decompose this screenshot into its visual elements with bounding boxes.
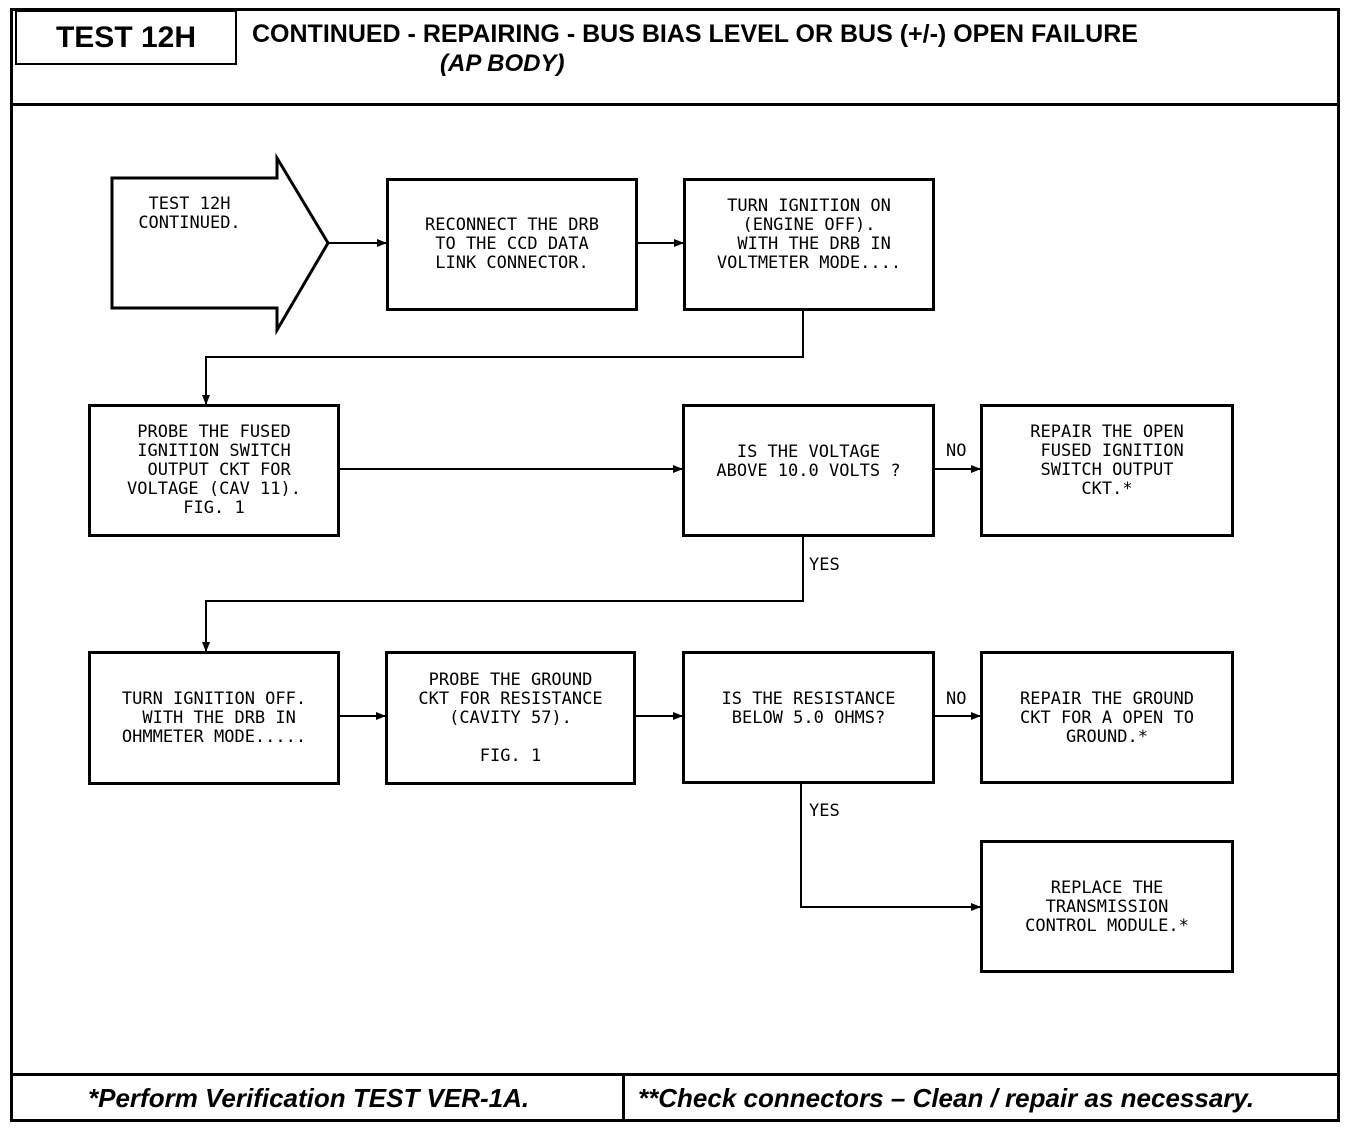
repair-ground-box: REPAIR THE GROUND CKT FOR A OPEN TO GROU… <box>980 651 1234 784</box>
probe-ground-text: PROBE THE GROUND CKT FOR RESISTANCE (CAV… <box>418 670 603 766</box>
start-box: TEST 12H CONTINUED. <box>112 178 277 308</box>
resistance-question-box: IS THE RESISTANCE BELOW 5.0 OHMS? <box>682 651 935 784</box>
ignition-on-text: TURN IGNITION ON (ENGINE OFF). WITH THE … <box>716 196 902 273</box>
resistance-yes-label: YES <box>809 801 840 821</box>
resistance-question-text: IS THE RESISTANCE BELOW 5.0 OHMS? <box>721 689 896 728</box>
ignition-on-box: TURN IGNITION ON (ENGINE OFF). WITH THE … <box>683 178 935 311</box>
repair-open-fused-text: REPAIR THE OPEN FUSED IGNITION SWITCH OU… <box>1030 422 1184 499</box>
voltage-question-text: IS THE VOLTAGE ABOVE 10.0 VOLTS ? <box>716 442 901 481</box>
footer-connector-note: **Check connectors – Clean / repair as n… <box>638 1083 1255 1113</box>
footer-verification-note: *Perform Verification TEST VER-1A. <box>88 1083 530 1113</box>
start-arrow-shape <box>110 152 330 336</box>
page-title: CONTINUED - REPAIRING - BUS BIAS LEVEL O… <box>252 20 1138 48</box>
repair-open-fused-box: REPAIR THE OPEN FUSED IGNITION SWITCH OU… <box>980 404 1234 537</box>
probe-fused-text: PROBE THE FUSED IGNITION SWITCH OUTPUT C… <box>127 422 301 518</box>
repair-ground-text: REPAIR THE GROUND CKT FOR A OPEN TO GROU… <box>1020 689 1194 747</box>
page-subtitle: (AP BODY) <box>440 50 565 77</box>
connector-yes-ignition-off <box>202 536 804 652</box>
footer-column-divider <box>622 1073 625 1122</box>
start-text: TEST 12H CONTINUED. <box>138 194 241 233</box>
reconnect-drb-text: RECONNECT THE DRB TO THE CCD DATA LINK C… <box>425 215 599 273</box>
connector-ignition-probe <box>202 310 804 405</box>
reconnect-drb-box: RECONNECT THE DRB TO THE CCD DATA LINK C… <box>386 178 638 311</box>
footer-divider <box>10 1073 1340 1076</box>
connector-yes-replace <box>800 783 981 911</box>
ignition-off-text: TURN IGNITION OFF. WITH THE DRB IN OHMME… <box>121 689 307 747</box>
replace-tcm-text: REPLACE THE TRANSMISSION CONTROL MODULE.… <box>1025 878 1189 936</box>
voltage-yes-label: YES <box>809 555 840 575</box>
voltage-question-box: IS THE VOLTAGE ABOVE 10.0 VOLTS ? <box>682 404 935 537</box>
header-divider <box>10 103 1340 106</box>
probe-fused-box: PROBE THE FUSED IGNITION SWITCH OUTPUT C… <box>88 404 340 537</box>
ignition-off-box: TURN IGNITION OFF. WITH THE DRB IN OHMME… <box>88 651 340 785</box>
voltage-no-label: NO <box>946 441 967 461</box>
page-frame <box>10 8 1340 1122</box>
probe-ground-box: PROBE THE GROUND CKT FOR RESISTANCE (CAV… <box>385 651 636 785</box>
resistance-no-label: NO <box>946 689 967 709</box>
test-id-box: TEST 12H <box>15 10 237 65</box>
replace-tcm-box: REPLACE THE TRANSMISSION CONTROL MODULE.… <box>980 840 1234 973</box>
